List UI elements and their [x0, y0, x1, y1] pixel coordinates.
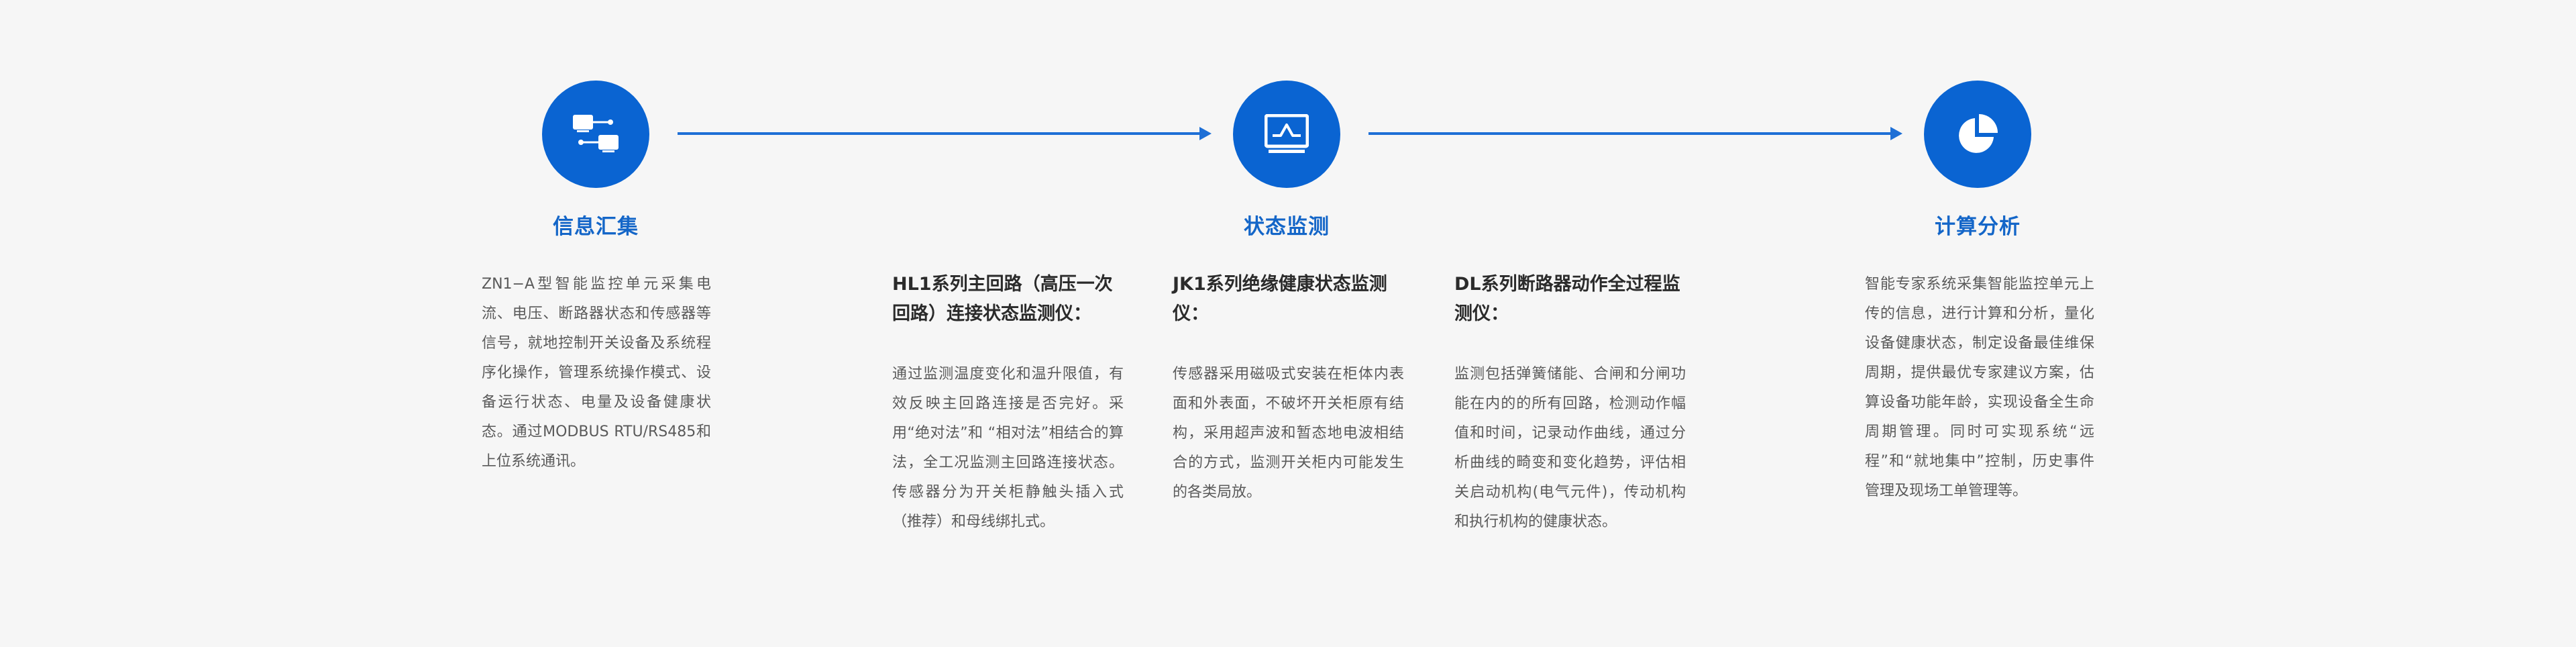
jk1-monitor-title: JK1系列绝缘健康状态监测仪：	[1173, 274, 1387, 324]
stage-title-1: 信息汇集	[553, 215, 639, 239]
dl-monitor-description: 监测包括弹簧储能、合闸和分闸功能在内的的所有回路，检测动作幅值和时间，记录动作曲…	[1454, 366, 1686, 530]
monitor-waveform-icon	[1265, 114, 1309, 153]
jk1-monitor-description: 传感器采用磁吸式安装在柜体内表面和外表面，不破坏开关柜原有结构，采用超声波和暂态…	[1173, 366, 1404, 501]
flow-arrow-2	[1368, 127, 1902, 140]
flow-arrow-1	[678, 127, 1212, 140]
hl1-monitor-description: 通过监测温度变化和温升限值，有效反映主回路连接是否完好。采用“绝对法”和 “相对…	[892, 366, 1124, 530]
dl-monitor-title: DL系列断路器动作全过程监测仪：	[1454, 274, 1680, 324]
pie-chart-icon	[1959, 114, 1998, 153]
stage-icon-calculation-analysis	[1924, 81, 2031, 188]
network-transfer-icon	[573, 115, 619, 152]
stage-description-3: 智能专家系统采集智能监控单元上传的信息，进行计算和分析，量化设备健康状态，制定设…	[1865, 276, 2094, 499]
stage-title-2: 状态监测	[1244, 215, 1330, 239]
hl1-monitor-title: HL1系列主回路（高压一次回路）连接状态监测仪：	[892, 274, 1113, 324]
stage-description-1: ZN1−A型智能监控单元采集电流、电压、断路器状态和传感器等信号，就地控制开关设…	[482, 276, 711, 470]
stage-icon-info-collection	[542, 81, 649, 188]
stage-title-3: 计算分析	[1935, 215, 2021, 239]
stage-icon-status-monitoring	[1233, 81, 1340, 188]
